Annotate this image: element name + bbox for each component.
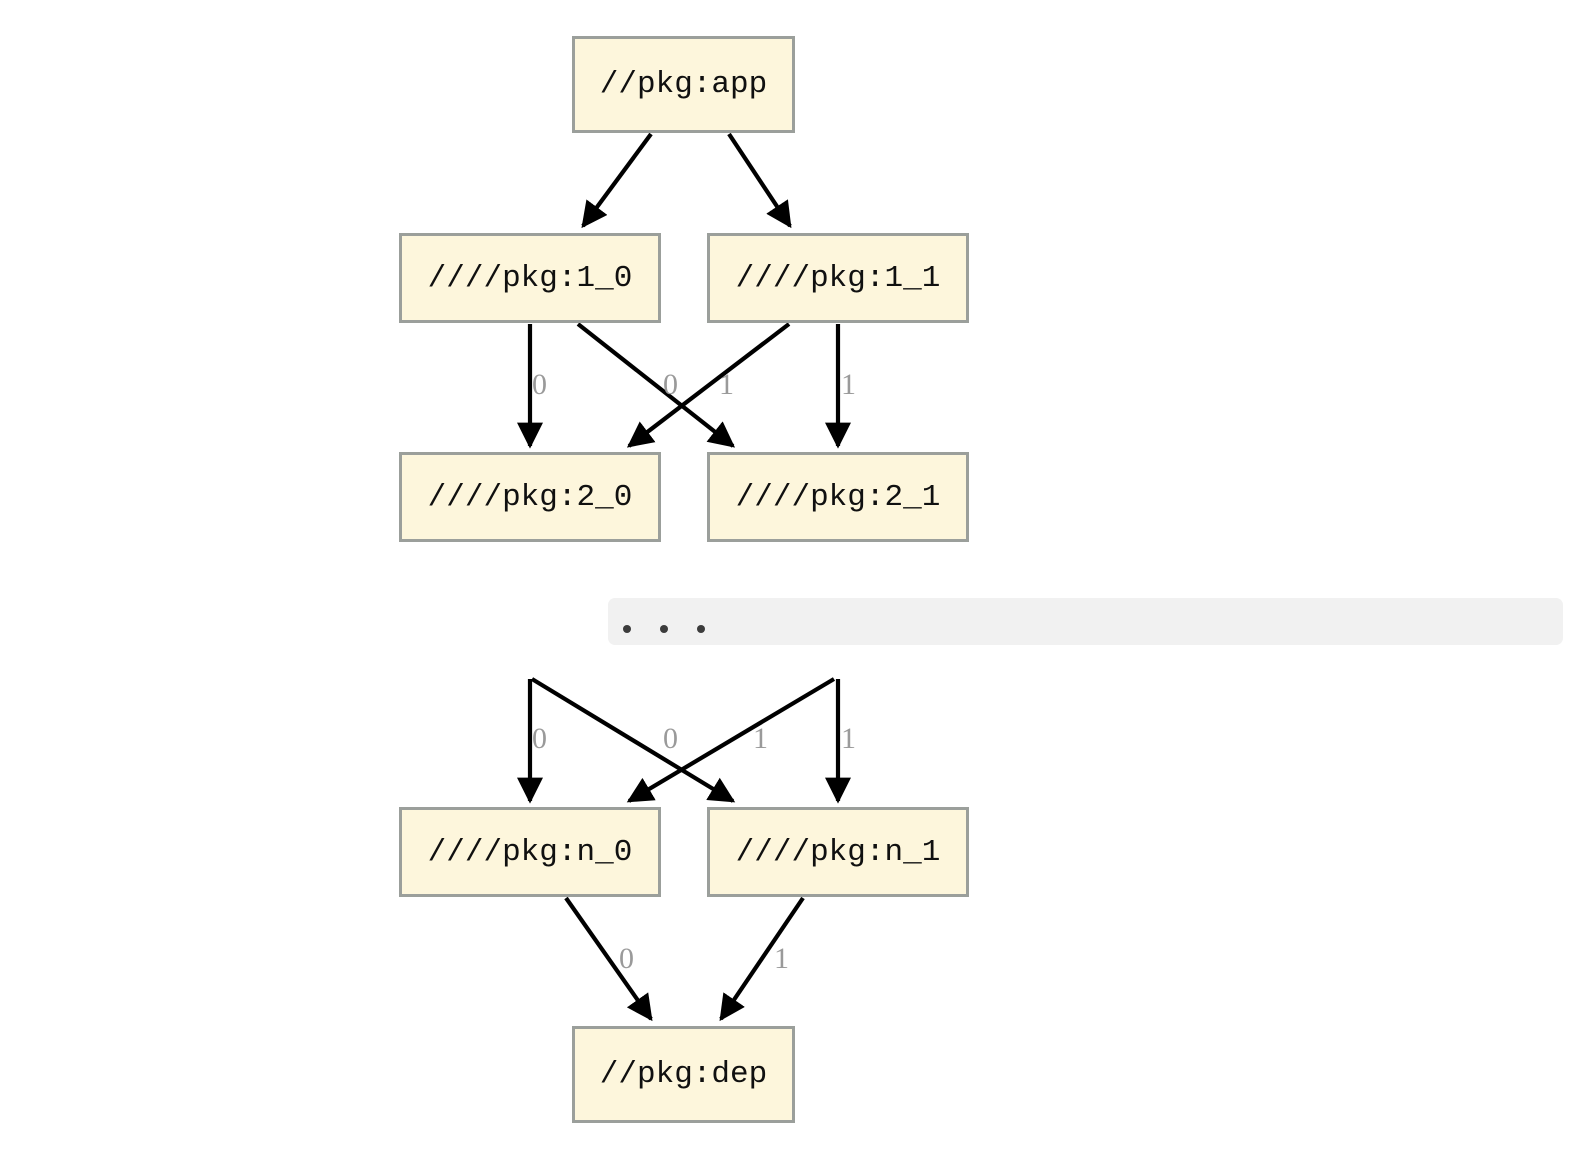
node-pkg-1_1[interactable]: ////pkg:1_1 <box>707 233 969 323</box>
node-pkg-n_1[interactable]: ////pkg:n_1 <box>707 807 969 897</box>
edge-truncated-cross-to-pkgn_1 <box>530 677 736 803</box>
node-pkg-1_0[interactable]: ////pkg:1_0 <box>399 233 661 323</box>
node-pkg-app[interactable]: //pkg:app <box>572 36 795 133</box>
edge-pkg1_1-to-pkg2_0 <box>626 322 791 448</box>
edge-label-1-truncated-pkgn_1: 1 <box>841 722 856 755</box>
node-pkg-2_0[interactable]: ////pkg:2_0 <box>399 452 661 542</box>
edge-label-0-pkg1_0-pkg2_1: 0 <box>663 368 678 401</box>
ellipsis-dot-3 <box>697 625 705 633</box>
ellipsis-dot-1 <box>623 625 631 633</box>
edge-truncated-cross-to-pkgn_0 <box>626 677 836 803</box>
node-pkg-2_1-label: ////pkg:2_1 <box>735 479 941 515</box>
node-pkg-n_0[interactable]: ////pkg:n_0 <box>399 807 661 897</box>
node-pkg-1_1-label: ////pkg:1_1 <box>735 260 941 296</box>
ellipsis-dots-group <box>623 625 705 633</box>
ellipsis-dot-2 <box>660 625 668 633</box>
edge-label-0-pkg1_0-pkg2_0: 0 <box>532 368 547 401</box>
edge-pkg1_0-to-pkg2_1 <box>576 322 736 448</box>
edge-label-0-truncated-pkgn_0: 0 <box>532 722 547 755</box>
edge-pkgn_1-to-dep <box>719 896 805 1022</box>
node-pkg-dep-label: //pkg:dep <box>599 1057 768 1092</box>
node-pkg-n_1-label: ////pkg:n_1 <box>735 834 941 870</box>
node-pkg-dep[interactable]: //pkg:dep <box>572 1026 795 1123</box>
node-pkg-2_1[interactable]: ////pkg:2_1 <box>707 452 969 542</box>
node-pkg-2_0-label: ////pkg:2_0 <box>427 479 633 515</box>
edge-label-0-pkgn_0-dep: 0 <box>619 942 634 975</box>
edge-label-1-pkgn_1-dep: 1 <box>774 942 789 975</box>
node-pkg-1_0-label: ////pkg:1_0 <box>427 260 633 296</box>
edge-app-to-pkg1_1 <box>727 132 792 229</box>
node-pkg-n_0-label: ////pkg:n_0 <box>427 834 633 870</box>
node-pkg-app-label: //pkg:app <box>599 67 768 102</box>
edge-label-0-truncated-pkgn_1: 0 <box>663 722 678 755</box>
edge-pkgn_0-to-dep <box>564 896 653 1022</box>
edge-app-to-pkg1_0 <box>581 132 653 229</box>
edge-label-1-truncated-pkgn_0: 1 <box>753 722 768 755</box>
graph-truncation-bar <box>608 598 1563 645</box>
edge-label-1-pkg1_1-pkg2_1: 1 <box>841 368 856 401</box>
edge-label-1-pkg1_1-pkg2_0: 1 <box>719 368 734 401</box>
